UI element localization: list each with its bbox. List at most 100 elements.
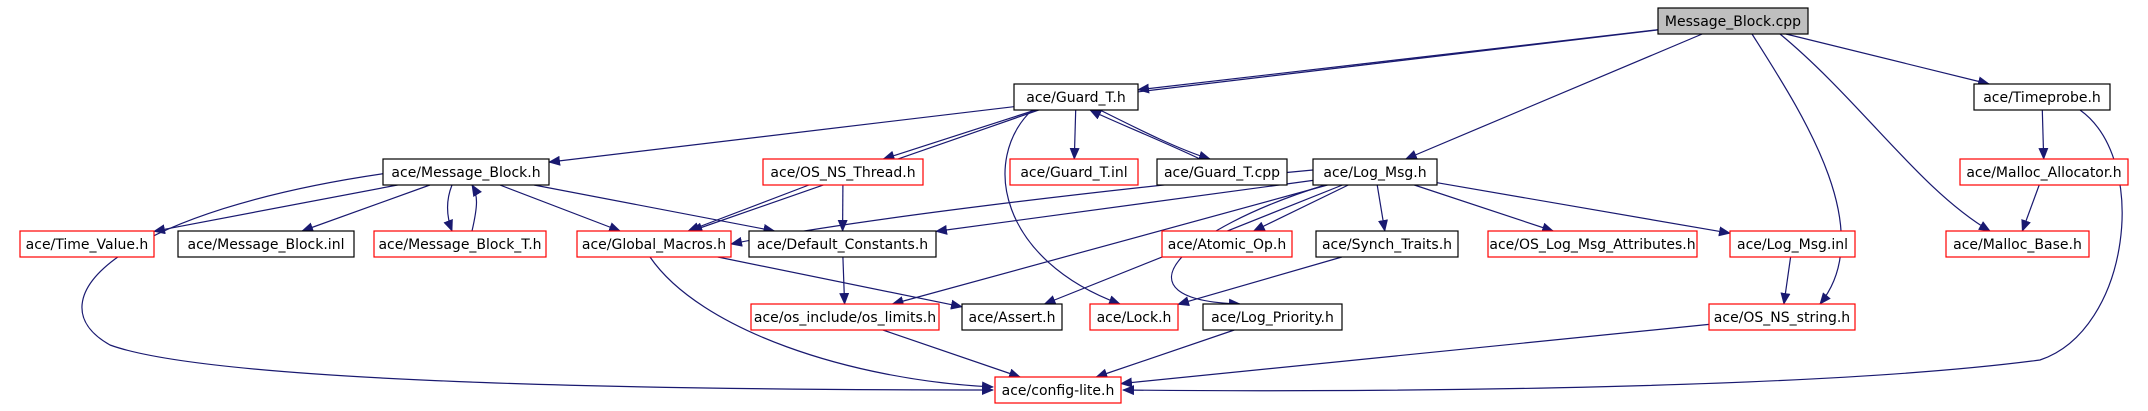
edge-timeprobe_h-to-malloc_allocator_h bbox=[2038, 109, 2049, 160]
node-config-lite-h[interactable]: ace/config-lite.h bbox=[994, 376, 1122, 404]
node-box bbox=[382, 158, 550, 186]
node-log-priority-h[interactable]: ace/Log_Priority.h bbox=[1202, 303, 1343, 331]
node-box bbox=[1945, 230, 2090, 258]
node-timeprobe-h[interactable]: ace/Timeprobe.h bbox=[1973, 83, 2111, 111]
edge-log_msg_inl-to-os_ns_string_h bbox=[1780, 256, 1792, 305]
edge-malloc_allocator_h-to-malloc_base_h bbox=[2021, 184, 2040, 232]
node-lock-h[interactable]: ace/Lock.h bbox=[1089, 303, 1179, 331]
node-guard-t-cpp[interactable]: ace/Guard_T.cpp bbox=[1156, 158, 1288, 186]
node-box bbox=[373, 230, 547, 258]
node-box bbox=[750, 303, 940, 331]
node-log-msg-h[interactable]: ace/Log_Msg.h bbox=[1312, 158, 1438, 186]
node-label: ace/Default_Constants.h bbox=[757, 237, 928, 253]
node-message-block-t-h[interactable]: ace/Message_Block_T.h bbox=[373, 230, 547, 258]
node-os-ns-string-h[interactable]: ace/OS_NS_string.h bbox=[1708, 303, 1856, 331]
node-label: ace/Guard_T.cpp bbox=[1164, 165, 1280, 181]
node-label: ace/Log_Msg.inl bbox=[1737, 237, 1848, 253]
edge-guard_t_h-to-lock_h bbox=[1004, 109, 1121, 305]
node-box bbox=[1315, 230, 1459, 258]
node-label: ace/Assert.h bbox=[969, 310, 1056, 326]
node-log-msg-inl[interactable]: ace/Log_Msg.inl bbox=[1729, 230, 1856, 258]
node-label: ace/Malloc_Base.h bbox=[1953, 237, 2082, 253]
edge-guard_t_h-to-guard_t_inl bbox=[1069, 109, 1080, 160]
node-label: ace/OS_Log_Msg_Attributes.h bbox=[1489, 237, 1695, 253]
node-box bbox=[19, 230, 155, 258]
node-label: ace/Message_Block_T.h bbox=[378, 237, 541, 253]
node-label: ace/Malloc_Allocator.h bbox=[1966, 165, 2121, 181]
node-box bbox=[1009, 158, 1139, 186]
node-box bbox=[177, 230, 355, 258]
node-guard-t-inl[interactable]: ace/Guard_T.inl bbox=[1009, 158, 1139, 186]
node-box bbox=[576, 230, 732, 258]
node-label: ace/Log_Priority.h bbox=[1211, 310, 1334, 326]
node-box bbox=[1657, 7, 1809, 35]
edge-guard_t_h-to-os_ns_thread_h bbox=[882, 109, 1036, 161]
node-atomic-op-h[interactable]: ace/Atomic_Op.h bbox=[1161, 230, 1293, 258]
node-box bbox=[1156, 158, 1288, 186]
node-global-macros-h[interactable]: ace/Global_Macros.h bbox=[576, 230, 732, 258]
edge-log_msg_h-to-log_msg_inl bbox=[1436, 182, 1731, 237]
edge-global_macros_h-to-assert_h bbox=[717, 256, 963, 310]
node-os-limits-h[interactable]: ace/os_include/os_limits.h bbox=[750, 303, 940, 331]
edge-guard_t_h-to-guard_t_cpp bbox=[1099, 109, 1211, 161]
node-box bbox=[1708, 303, 1856, 331]
node-label: ace/Message_Block.inl bbox=[188, 237, 345, 253]
node-os-ns-thread-h[interactable]: ace/OS_NS_Thread.h bbox=[762, 158, 924, 186]
node-label: ace/Time_Value.h bbox=[26, 237, 149, 253]
node-assert-h[interactable]: ace/Assert.h bbox=[961, 303, 1063, 331]
edge-message_block_t_h-to-message_block_h bbox=[471, 184, 482, 232]
node-box bbox=[1161, 230, 1293, 258]
edge-message_block_h-to-message_block_inl bbox=[301, 184, 431, 232]
node-malloc-allocator-h[interactable]: ace/Malloc_Allocator.h bbox=[1959, 158, 2129, 186]
edge-timeprobe_h-to-config_lite_h bbox=[1122, 109, 2123, 396]
node-box bbox=[1729, 230, 1856, 258]
node-box bbox=[762, 158, 924, 186]
edge-log_msg_h-to-synch_traits_h bbox=[1376, 184, 1388, 232]
node-label: Message_Block.cpp bbox=[1665, 14, 1801, 30]
node-label: ace/config-lite.h bbox=[1002, 383, 1115, 399]
edge-log_msg_h-to-default_constants_h bbox=[935, 179, 1314, 235]
node-box bbox=[1973, 83, 2111, 111]
nodes: Message_Block.cpp ace/Guard_T.h ace/Timepr… bbox=[19, 7, 2129, 404]
node-box bbox=[1312, 158, 1438, 186]
edge-message_block_h-to-config_lite_h bbox=[81, 171, 994, 395]
node-synch-traits-h[interactable]: ace/Synch_Traits.h bbox=[1315, 230, 1459, 258]
node-label: ace/Synch_Traits.h bbox=[1322, 237, 1452, 253]
node-box bbox=[1013, 83, 1139, 111]
edge-os_ns_string_h-to-config_lite_h bbox=[1120, 323, 1710, 388]
node-label: ace/Message_Block.h bbox=[391, 165, 540, 181]
node-box bbox=[1202, 303, 1343, 331]
node-label: ace/os_include/os_limits.h bbox=[754, 310, 936, 326]
edge-log_msg_h-to-os_log_msg_attributes_h bbox=[1414, 184, 1555, 233]
node-box bbox=[1487, 230, 1698, 258]
node-message-block-inl[interactable]: ace/Message_Block.inl bbox=[177, 230, 355, 258]
node-box bbox=[748, 230, 937, 258]
node-label: ace/OS_NS_Thread.h bbox=[770, 165, 915, 181]
edge-log_msg_h-to-os_limits_h bbox=[891, 184, 1328, 306]
edge-log_priority_h-to-config_lite_h bbox=[1095, 329, 1235, 379]
node-time-value-h[interactable]: ace/Time_Value.h bbox=[19, 230, 155, 258]
edge-message_block_cpp-to-malloc_base_h bbox=[1779, 33, 1991, 232]
node-label: ace/Global_Macros.h bbox=[582, 237, 726, 253]
node-label: ace/Timeprobe.h bbox=[1983, 90, 2101, 106]
node-label: ace/Lock.h bbox=[1097, 310, 1172, 326]
edge-message_block_h-to-global_macros_h bbox=[499, 184, 622, 232]
node-os-log-msg-attributes-h[interactable]: ace/OS_Log_Msg_Attributes.h bbox=[1487, 230, 1698, 258]
edge-message_block_cpp-to-os_ns_string_h bbox=[1751, 33, 1843, 305]
edge-message_block_cpp-to-log_msg_h bbox=[1404, 33, 1703, 160]
edge-guard_t_cpp-to-guard_t_h bbox=[1089, 109, 1201, 160]
edge-message_block_h-to-message_block_t_h bbox=[443, 184, 453, 232]
node-message-block-cpp[interactable]: Message_Block.cpp bbox=[1657, 7, 1809, 35]
edge-log_msg_h-to-atomic_op_h bbox=[1252, 184, 1349, 232]
node-label: ace/OS_NS_string.h bbox=[1714, 310, 1850, 326]
edge-synch_traits_h-to-lock_h bbox=[1177, 256, 1343, 307]
node-malloc-base-h[interactable]: ace/Malloc_Base.h bbox=[1945, 230, 2090, 258]
node-message-block-h[interactable]: ace/Message_Block.h bbox=[382, 158, 550, 186]
node-guard-t-h[interactable]: ace/Guard_T.h bbox=[1013, 83, 1139, 111]
edge-os_ns_thread_h-to-global_macros_h bbox=[687, 184, 810, 232]
edge-default_constants_h-to-os_limits_h bbox=[839, 256, 850, 305]
node-box bbox=[1089, 303, 1179, 331]
node-default-constants-h[interactable]: ace/Default_Constants.h bbox=[748, 230, 937, 258]
edge-os_limits_h-to-config_lite_h bbox=[882, 329, 1022, 379]
